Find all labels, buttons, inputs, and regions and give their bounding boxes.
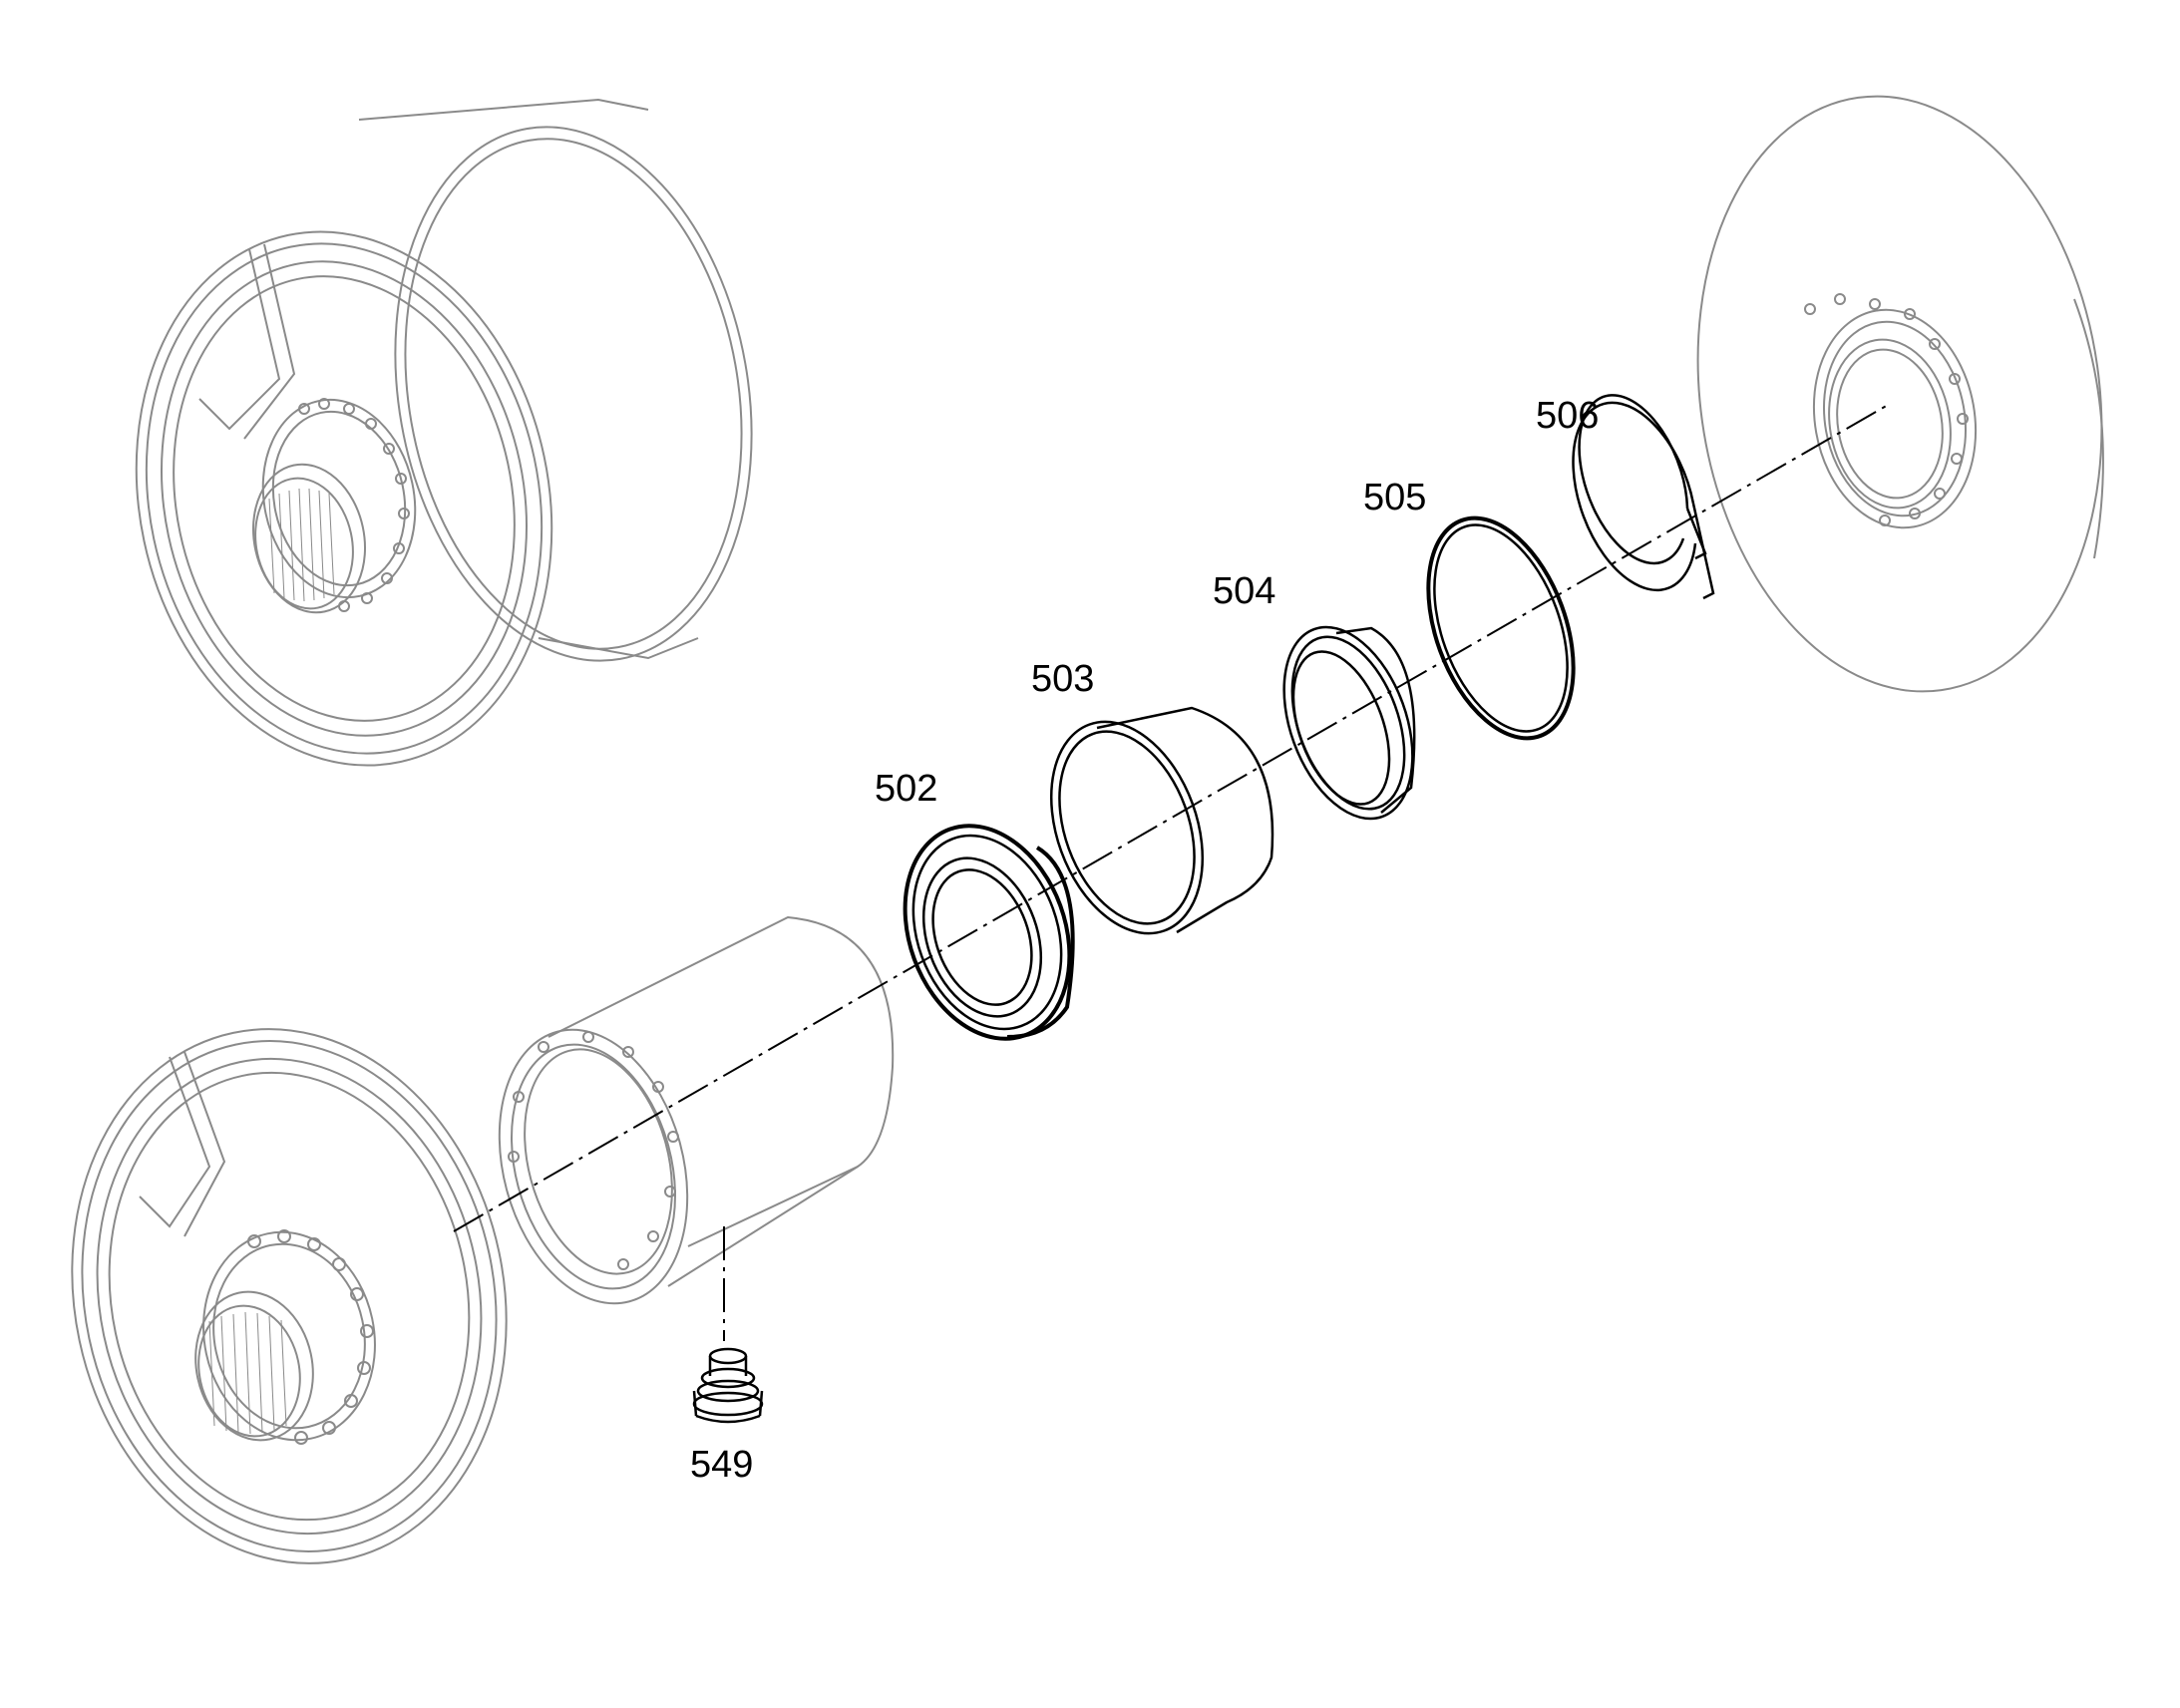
part-number-506: 506 bbox=[1536, 395, 1600, 437]
part-number-502: 502 bbox=[875, 768, 938, 810]
upper-drum-spline bbox=[268, 488, 335, 602]
cylindrical-housing bbox=[498, 915, 895, 1305]
part-502-bearing bbox=[903, 824, 1075, 1041]
part-504-ring bbox=[1282, 625, 1416, 821]
right-disc-bolt-holes bbox=[1804, 293, 1969, 526]
upper-drum-assembly bbox=[135, 98, 753, 767]
part-number-504: 504 bbox=[1213, 570, 1276, 612]
part-505-o-ring bbox=[1426, 515, 1576, 741]
upper-drum-bolt-holes bbox=[298, 398, 410, 612]
lower-drum-assembly bbox=[71, 1028, 508, 1564]
part-503-sleeve bbox=[1049, 706, 1274, 935]
lower-drum-bolt-holes bbox=[247, 1229, 374, 1445]
part-549-plug bbox=[692, 1347, 764, 1424]
part-number-505: 505 bbox=[1363, 477, 1427, 518]
part-506-snap-ring bbox=[1572, 394, 1715, 600]
housing-bolt-holes bbox=[508, 1031, 679, 1270]
part-number-549: 549 bbox=[690, 1444, 754, 1486]
right-disc bbox=[1696, 95, 2104, 693]
part-number-503: 503 bbox=[1031, 658, 1095, 700]
center-axis-line bbox=[453, 403, 1891, 1232]
lower-drum-spline bbox=[208, 1311, 287, 1435]
